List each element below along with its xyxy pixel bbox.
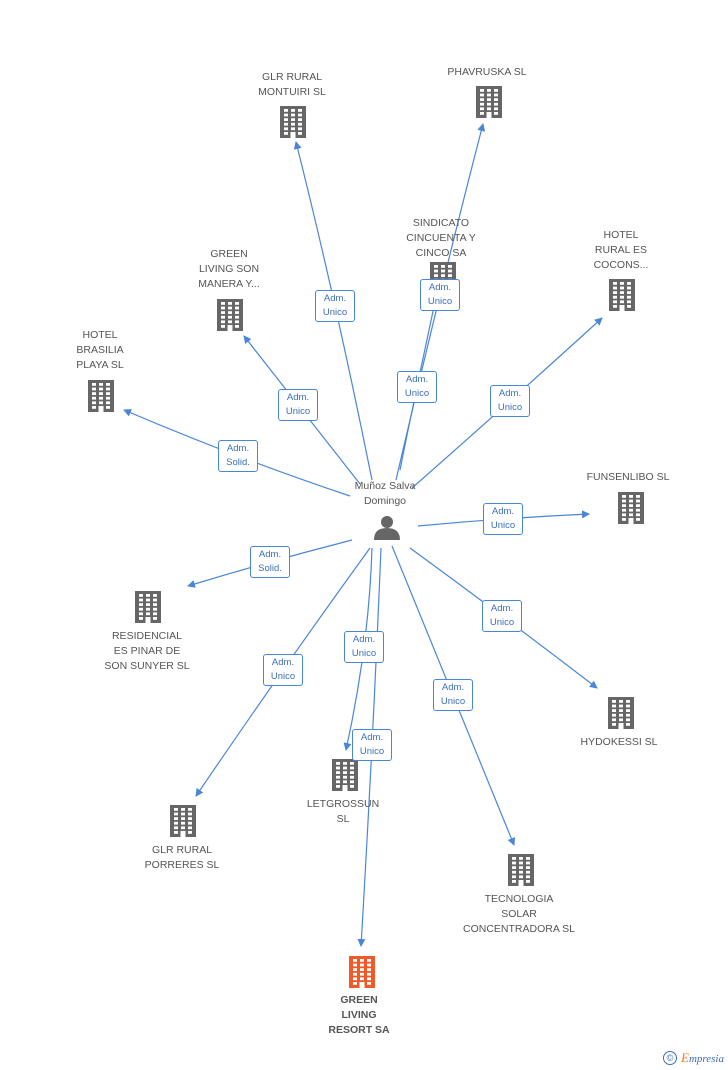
building-icon-hydokessi[interactable] [608,697,634,729]
building-icon-tecnologia[interactable] [508,854,534,886]
building-icon-funsenlibo[interactable] [618,492,644,524]
role-badge-letgrossun[interactable]: Adm.Unico [344,631,384,663]
role-badge-funsenlibo[interactable]: Adm.Unico [483,503,523,535]
building-icon-residencial[interactable] [135,591,161,623]
role-badge-sindicato[interactable]: Adm.Unico [397,371,437,403]
company-label-hydokessi: HYDOKESSI SL [580,736,658,748]
building-icon-phavruska[interactable] [476,86,502,118]
brand-logo[interactable]: Empresia [681,1050,724,1065]
role-badge-hotel-rural[interactable]: Adm.Unico [490,385,530,417]
person-icon[interactable] [374,516,400,540]
role-badge-hotel-brasilia[interactable]: Adm.Solid. [218,440,258,472]
role-badge-green-living-resort[interactable]: Adm.Unico [352,729,392,761]
role-badge-phavruska[interactable]: Adm.Unico [420,279,460,311]
company-label-funsenlibo: FUNSENLIBO SL [586,471,670,483]
building-icon-hotel-brasilia[interactable] [88,380,114,412]
building-icon-hotel-rural[interactable] [609,279,635,311]
building-icon-glr-rural-porreres[interactable] [170,805,196,837]
building-icon-green-living-son-manera[interactable] [217,299,243,331]
role-badge-residencial[interactable]: Adm.Solid. [250,546,290,578]
building-icon-glr-rural-montuiri[interactable] [280,106,306,138]
copyright-icon: © [663,1051,677,1065]
role-badge-glr-rural-porreres[interactable]: Adm.Unico [263,654,303,686]
icons-layer [88,86,644,988]
copyright: © Empresia [663,1050,724,1066]
role-badge-green-living-son-manera[interactable]: Adm.Unico [278,389,318,421]
building-icon-green-living-resort[interactable] [349,956,375,988]
company-label-phavruska: PHAVRUSKA SL [447,66,527,78]
role-badge-hydokessi[interactable]: Adm.Unico [482,600,522,632]
building-icon-letgrossun[interactable] [332,759,358,791]
role-badge-tecnologia[interactable]: Adm.Unico [433,679,473,711]
role-badge-glr-rural-montuiri[interactable]: Adm.Unico [315,290,355,322]
